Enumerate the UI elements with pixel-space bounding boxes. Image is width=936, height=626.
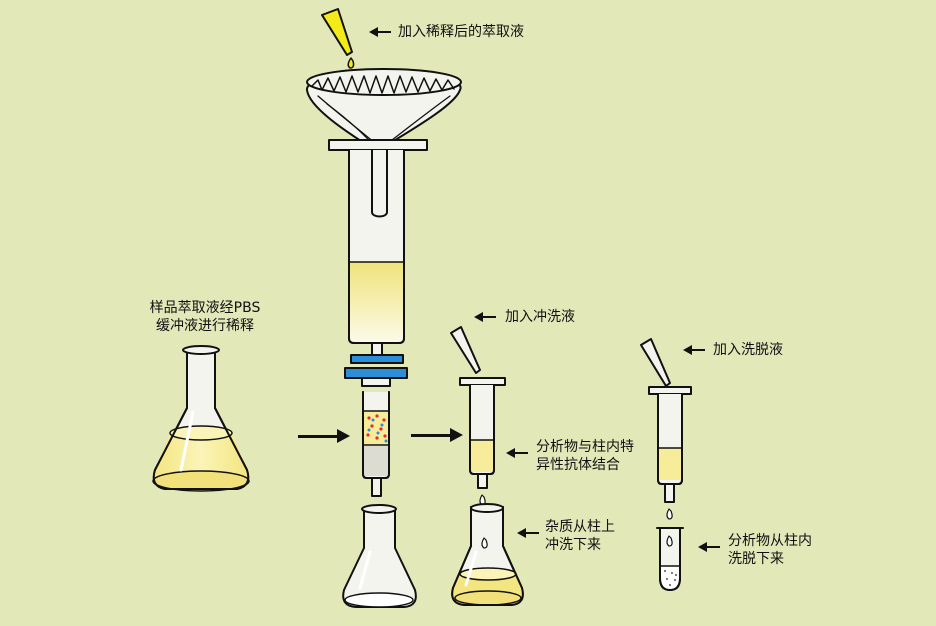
left-flask: [152, 345, 250, 492]
label-eluted-line2: 洗脱下来: [728, 551, 784, 567]
eluate-dots: [664, 570, 677, 586]
arrow-right-icon: [411, 428, 463, 442]
label-impurities: 杂质从柱上 冲洗下来: [545, 518, 615, 554]
label-impurities-line2: 冲洗下来: [545, 537, 601, 553]
antibody-dots: [366, 414, 388, 443]
label-binding-line1: 分析物与柱内特: [536, 439, 634, 455]
wash-column: [459, 377, 506, 506]
wash-flask: [451, 503, 524, 606]
arrow-right-icon: [298, 429, 350, 443]
main-column: [328, 139, 428, 356]
arrow-left-icon: [683, 345, 705, 355]
arrow-left-icon: [698, 542, 720, 552]
arrow-left-icon: [506, 448, 528, 458]
label-binding: 分析物与柱内特 异性抗体结合: [536, 438, 634, 474]
label-sample-dilution-line2: 缓冲液进行稀释: [156, 318, 254, 334]
wash-pipette: [450, 326, 481, 374]
arrow-left-icon: [474, 312, 496, 322]
label-add-diluted-extract: 加入稀释后的萃取液: [398, 24, 524, 40]
elution-pipette: [640, 338, 671, 387]
arrow-left-icon: [517, 528, 539, 538]
label-add-elution: 加入洗脱液: [713, 342, 783, 358]
yellow-pipette-tip: [321, 8, 355, 69]
arrow-left-icon: [369, 27, 391, 37]
label-binding-line2: 异性抗体结合: [536, 457, 620, 473]
label-sample-dilution: 样品萃取液经PBS 缓冲液进行稀释: [130, 299, 280, 335]
label-eluted: 分析物从柱内 洗脱下来: [728, 532, 812, 568]
arrows: [298, 27, 720, 552]
affinity-column: [344, 354, 408, 497]
label-impurities-line1: 杂质从柱上: [545, 519, 615, 535]
label-sample-dilution-line1: 样品萃取液经PBS: [149, 300, 261, 316]
bottom-flask-empty: [342, 504, 417, 608]
elution-column: [648, 386, 692, 520]
label-add-wash: 加入冲洗液: [505, 309, 575, 325]
label-eluted-line1: 分析物从柱内: [728, 533, 812, 549]
test-tube: [656, 527, 684, 591]
